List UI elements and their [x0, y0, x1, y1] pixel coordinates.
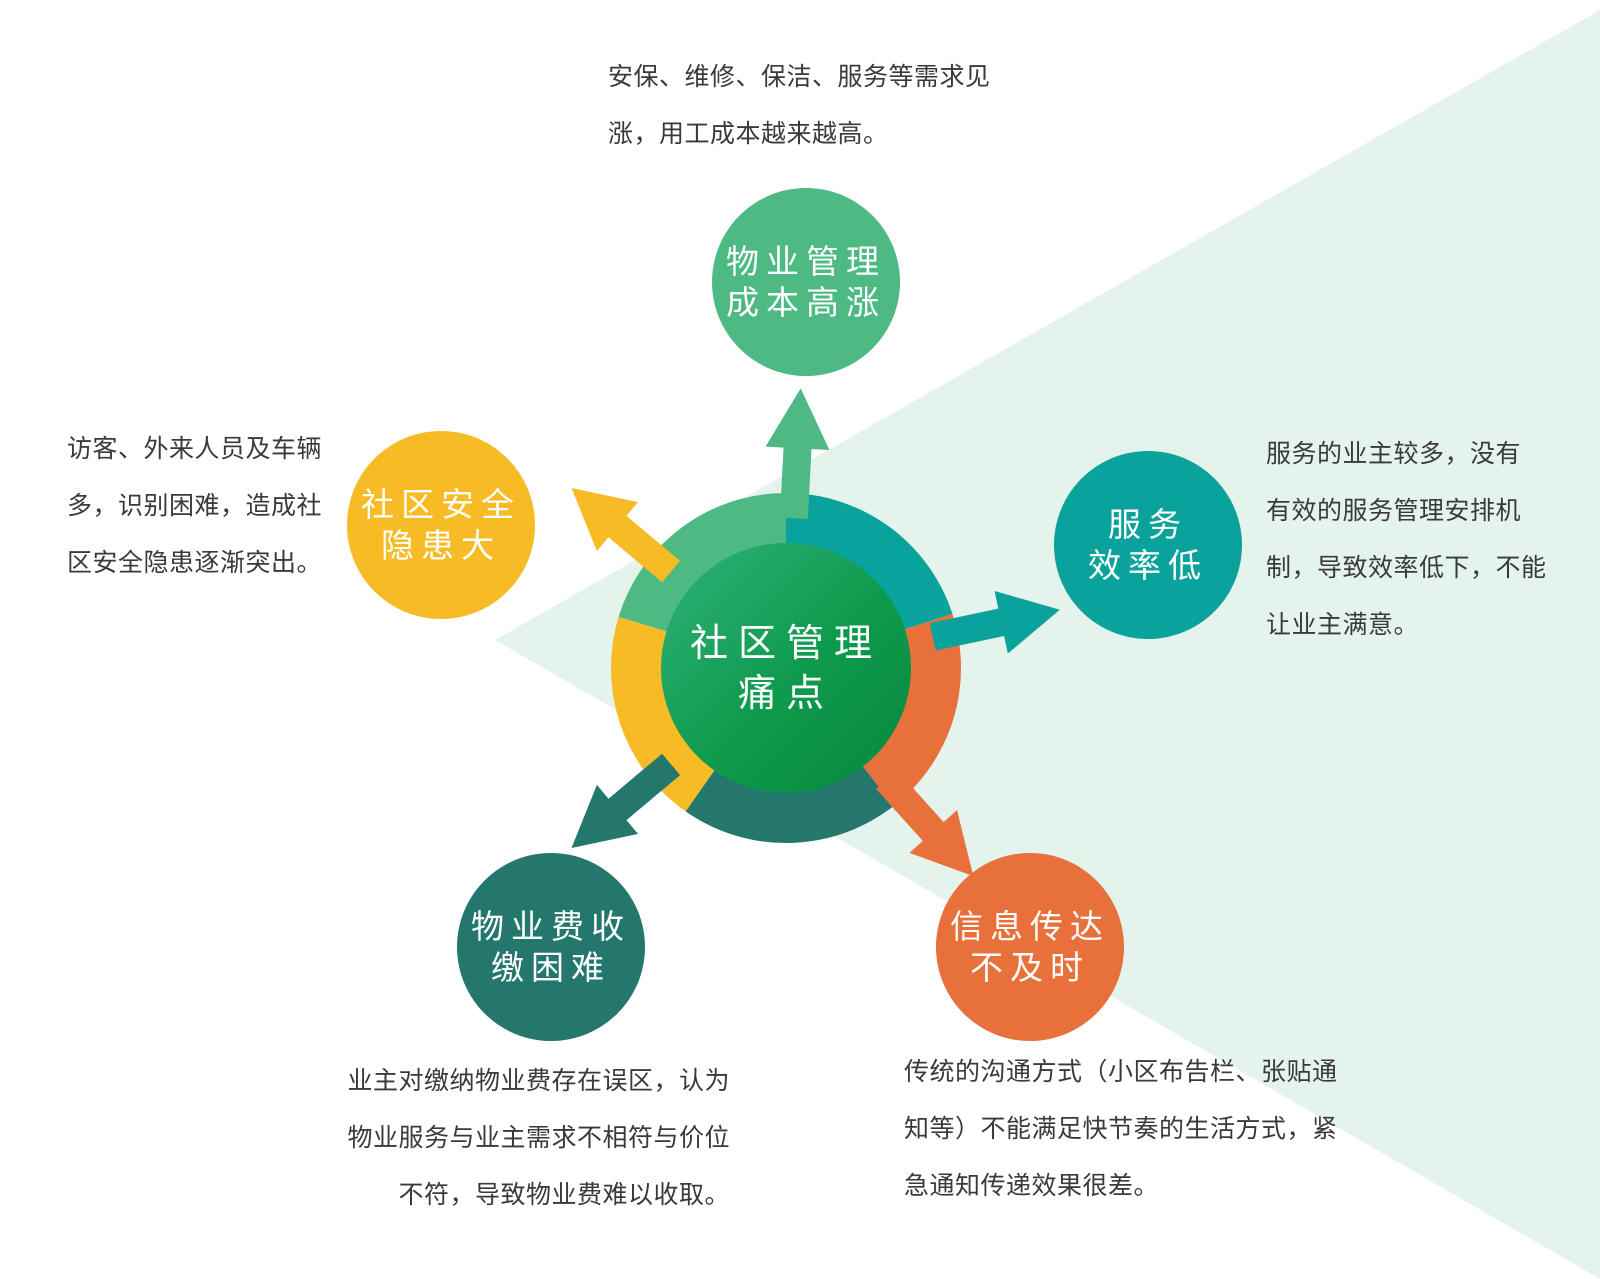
node-cost-desc-line: 涨，用工成本越来越高。 [608, 119, 889, 148]
arrow-info [875, 770, 974, 877]
node-security-line2: 隐患大 [381, 526, 501, 565]
arrow-efficiency [929, 590, 1060, 654]
node-fees-desc-line: 物业服务与业主需求不相符与价位 [347, 1123, 730, 1152]
node-fees-line2: 缴困难 [491, 948, 611, 987]
node-efficiency-desc-line: 有效的服务管理安排机 [1266, 496, 1522, 525]
node-security-bubble: 社区安全 隐患大 [347, 431, 535, 619]
arrow-cost [765, 388, 830, 519]
node-info-desc-line: 急通知传递效果很差。 [904, 1171, 1160, 1200]
node-fees-desc-line: 不符，导致物业费难以收取。 [398, 1180, 730, 1209]
node-efficiency-line2: 效率低 [1088, 546, 1208, 585]
node-fees-desc-line: 业主对缴纳物业费存在误区，认为 [347, 1066, 730, 1095]
center-title-line2: 痛点 [737, 671, 834, 715]
node-fees-line1: 物业费收 [471, 907, 631, 946]
node-security-desc-line: 访客、外来人员及车辆 [66, 434, 322, 463]
node-cost-line1: 物业管理 [726, 242, 886, 281]
center-node: 社区管理 痛点 [661, 543, 911, 793]
node-info-desc-line: 知等）不能满足快节奏的生活方式，紧 [904, 1114, 1338, 1143]
node-security-desc-line: 区安全隐患逐渐突出。 [66, 548, 322, 577]
node-efficiency-line1: 服务 [1108, 505, 1188, 544]
node-info-desc-line: 传统的沟通方式（小区布告栏、张贴通 [904, 1057, 1338, 1086]
node-efficiency-desc-line: 服务的业主较多，没有 [1266, 439, 1522, 468]
node-efficiency-desc-line: 让业主满意。 [1266, 610, 1420, 639]
arrows [571, 388, 1060, 877]
node-security-line1: 社区安全 [361, 485, 521, 524]
arrow-security [571, 488, 681, 583]
node-info-description: 传统的沟通方式（小区布告栏、张贴通 知等）不能满足快节奏的生活方式，紧 急通知传… [904, 1043, 1338, 1214]
node-cost-desc-line: 安保、维修、保洁、服务等需求见 [608, 62, 991, 91]
node-cost-line2: 成本高涨 [726, 283, 886, 322]
node-security-desc-line: 多，识别困难，造成社 [66, 491, 322, 520]
node-info-bubble: 信息传达 不及时 [936, 853, 1124, 1041]
center-title-line1: 社区管理 [689, 621, 882, 665]
node-efficiency-bubble: 服务 效率低 [1054, 451, 1242, 639]
node-info-line2: 不及时 [970, 948, 1090, 987]
backdrop-triangle [495, 10, 1600, 1279]
node-cost-bubble: 物业管理 成本高涨 [712, 188, 900, 376]
node-cost-description: 安保、维修、保洁、服务等需求见 涨，用工成本越来越高。 [608, 48, 991, 162]
node-efficiency-desc-line: 制，导致效率低下，不能 [1266, 553, 1547, 582]
node-fees-description: 业主对缴纳物业费存在误区，认为 物业服务与业主需求不相符与价位 不符，导致物业费… [347, 1052, 730, 1223]
node-efficiency-description: 服务的业主较多，没有 有效的服务管理安排机 制，导致效率低下，不能 让业主满意。 [1266, 425, 1547, 653]
node-info-line1: 信息传达 [950, 907, 1110, 946]
node-security-description: 访客、外来人员及车辆 多，识别困难，造成社 区安全隐患逐渐突出。 [67, 420, 322, 591]
node-fees-bubble: 物业费收 缴困难 [457, 853, 645, 1041]
arrow-fees [571, 753, 681, 848]
